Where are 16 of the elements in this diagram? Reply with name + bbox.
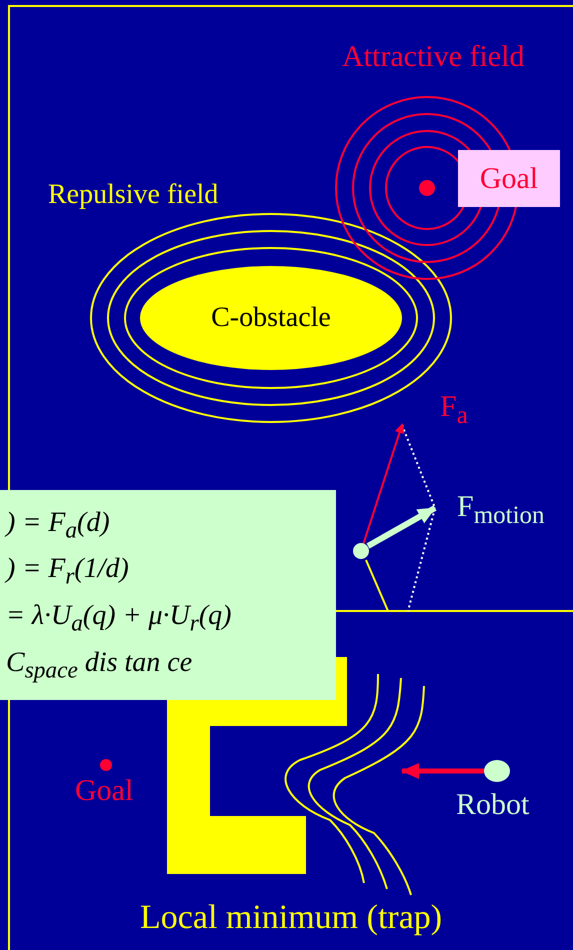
obstacle-label: C-obstacle [211, 301, 331, 335]
robot-label: Robot [456, 788, 530, 821]
caption-label: Local minimum (trap) [140, 899, 442, 936]
formula-line: = λ·U$_{a}$(q) + μ·U$_{r}$(q) [6, 599, 232, 639]
force-label: F$_{a}$ [440, 390, 468, 430]
goal-label: Goal [75, 774, 134, 807]
formula-line: ) = F$_{r}$(1/d) [6, 552, 129, 592]
formula-line: ) = F$_{a}$(d) [6, 506, 110, 546]
formula-panel [0, 490, 336, 700]
field-label: Attractive field [342, 40, 524, 73]
goal-box [458, 150, 560, 207]
obstacle-ellipse [140, 266, 402, 370]
formula-line: C$_{space}$ dis tan ce [6, 646, 192, 686]
field-label: Repulsive field [48, 180, 218, 211]
goal-label: Goal [480, 161, 538, 197]
force-label: F$_{motion}$ [457, 490, 545, 530]
